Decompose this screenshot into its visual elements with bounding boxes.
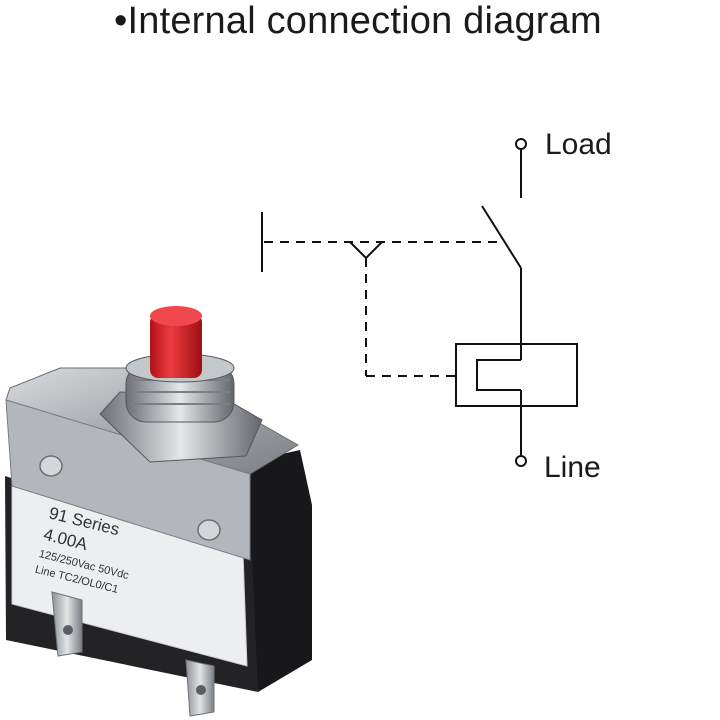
reset-button bbox=[150, 314, 202, 378]
linkage-y-right bbox=[365, 241, 383, 259]
housing-side bbox=[246, 450, 312, 692]
line-label: Line bbox=[544, 451, 601, 484]
page-title: •Internal connection diagram bbox=[114, 0, 602, 42]
bimetal-element bbox=[476, 359, 521, 391]
linkage-y-left bbox=[349, 241, 367, 259]
terminal-tab-right-hole bbox=[196, 685, 206, 695]
terminal-tab-left-hole bbox=[63, 625, 73, 635]
rivet-left bbox=[39, 455, 63, 477]
switch-blade bbox=[481, 205, 522, 269]
thermal-element-box bbox=[455, 343, 578, 407]
line-terminal bbox=[515, 455, 527, 467]
load-label: Load bbox=[545, 128, 612, 161]
rivet-right bbox=[197, 519, 221, 541]
terminal-tab-left bbox=[51, 591, 83, 657]
reset-button-top bbox=[150, 306, 202, 326]
